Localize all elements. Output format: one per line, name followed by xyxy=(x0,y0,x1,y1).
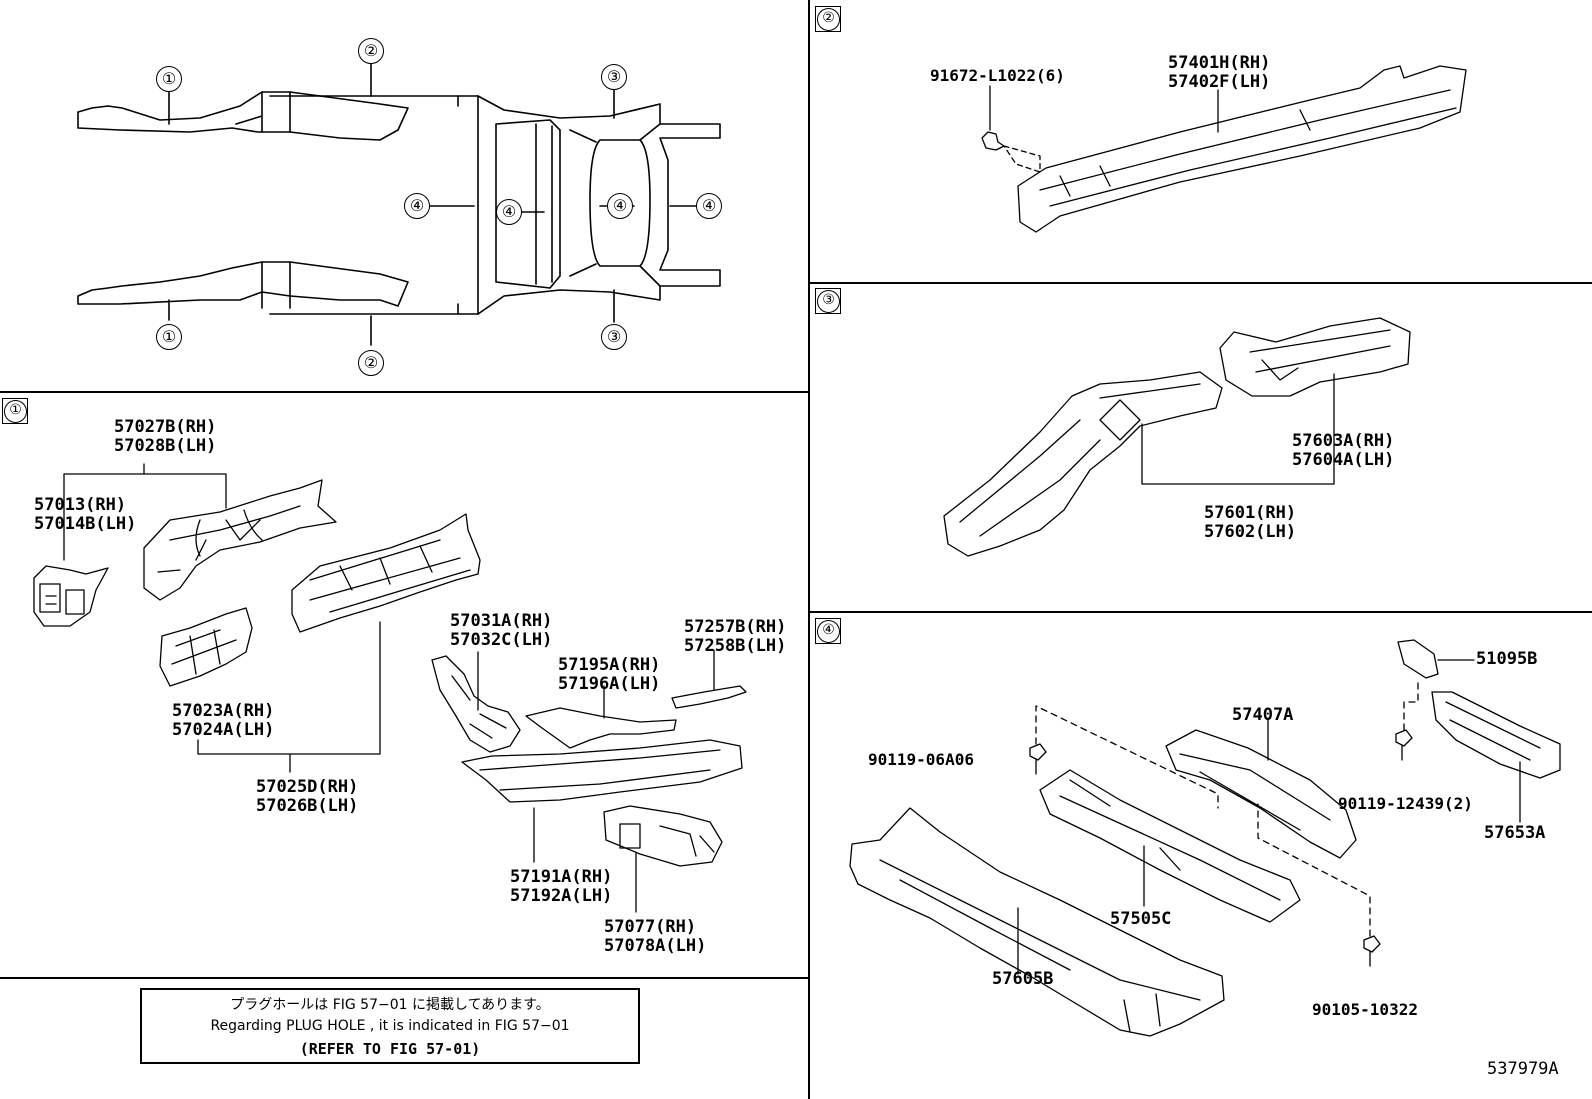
overview-callout-2-top: ② xyxy=(358,38,384,64)
section-marker-3: ③ xyxy=(815,288,841,314)
section1-parts xyxy=(33,463,747,913)
section-marker-1-text: ① xyxy=(4,400,27,423)
overview-callout-3-bottom: ③ xyxy=(601,324,627,350)
overview-callout-4-a: ④ xyxy=(404,193,430,219)
overview-callout-3-top: ③ xyxy=(601,64,627,90)
part-label-57077[interactable]: 57077(RH) 57078A(LH) xyxy=(604,917,707,956)
overview-callout-1-top: ① xyxy=(156,66,182,92)
part-label-57603[interactable]: 57603A(RH) 57604A(LH) xyxy=(1292,431,1395,470)
part-label-57257[interactable]: 57257B(RH) 57258B(LH) xyxy=(684,617,787,656)
part-label-57653[interactable]: 57653A xyxy=(1484,823,1546,843)
part-label-57195[interactable]: 57195A(RH) 57196A(LH) xyxy=(558,655,661,694)
part-label-57605[interactable]: 57605B xyxy=(992,969,1054,989)
section4-parts xyxy=(849,639,1561,1037)
part-label-90119-06a06[interactable]: 90119-06A06 xyxy=(868,750,974,769)
overview-callout-1-bottom: ① xyxy=(156,324,182,350)
section-marker-2: ② xyxy=(815,6,841,32)
overview-callout-4-d: ④ xyxy=(696,193,722,219)
overview-callout-4-b: ④ xyxy=(496,199,522,225)
part-label-57013[interactable]: 57013(RH) 57014B(LH) xyxy=(34,495,137,534)
part-label-90105[interactable]: 90105-10322 xyxy=(1312,1000,1418,1019)
section2-parts xyxy=(981,65,1467,233)
section-marker-4: ④ xyxy=(815,618,841,644)
section-marker-4-text: ④ xyxy=(817,620,840,643)
part-label-57407[interactable]: 57407A xyxy=(1232,705,1294,725)
section3-parts xyxy=(943,317,1411,557)
section-marker-1: ① xyxy=(2,398,28,424)
drawing-id: 537979A xyxy=(1487,1059,1559,1079)
overview-callout-4-c: ④ xyxy=(607,193,633,219)
part-label-57027[interactable]: 57027B(RH) 57028B(LH) xyxy=(114,417,217,456)
part-label-57601[interactable]: 57601(RH) 57602(LH) xyxy=(1204,503,1297,542)
plug-hole-note-box: プラグホールは FIG 57−01 に掲載してあります。 Regarding P… xyxy=(140,988,640,1064)
note-line-refer: (REFER TO FIG 57-01) xyxy=(299,1040,481,1058)
overview-callout-2-bottom: ② xyxy=(358,350,384,376)
part-label-57025[interactable]: 57025D(RH) 57026B(LH) xyxy=(256,777,359,816)
section-marker-3-text: ③ xyxy=(817,290,840,313)
part-label-91672[interactable]: 91672-L1022(6) xyxy=(930,66,1065,85)
part-label-57023[interactable]: 57023A(RH) 57024A(LH) xyxy=(172,701,275,740)
part-label-90119-12439[interactable]: 90119-12439(2) xyxy=(1338,794,1473,813)
part-label-57191[interactable]: 57191A(RH) 57192A(LH) xyxy=(510,867,613,906)
part-label-57401[interactable]: 57401H(RH) 57402F(LH) xyxy=(1168,53,1271,92)
overview-chassis xyxy=(77,63,721,346)
part-label-51095[interactable]: 51095B xyxy=(1476,649,1538,669)
part-label-57505[interactable]: 57505C xyxy=(1110,909,1172,929)
note-line-japanese: プラグホールは FIG 57−01 に掲載してあります。 xyxy=(230,997,550,1013)
part-label-57031[interactable]: 57031A(RH) 57032C(LH) xyxy=(450,611,553,650)
note-line-english: Regarding PLUG HOLE , it is indicated in… xyxy=(210,1018,570,1034)
section-marker-2-text: ② xyxy=(817,8,840,31)
